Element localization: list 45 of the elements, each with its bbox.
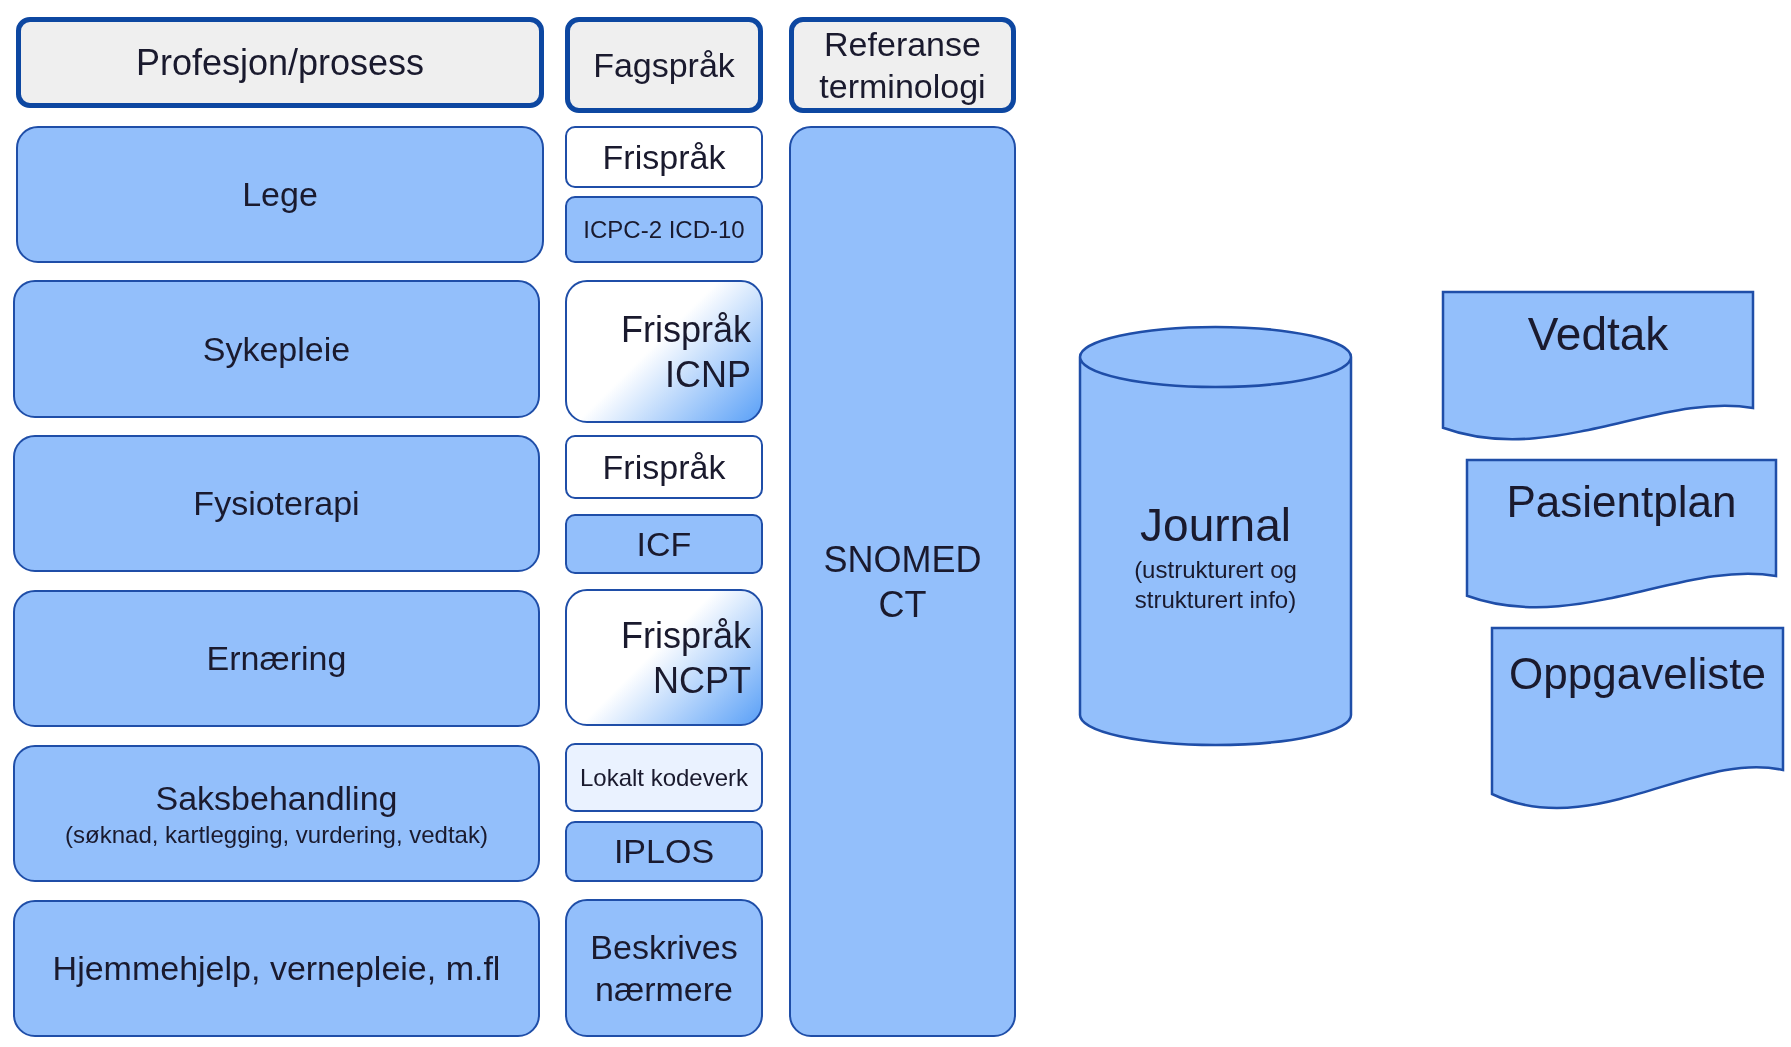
text-box bbox=[565, 126, 763, 188]
process-box bbox=[789, 126, 1016, 1037]
code-box bbox=[565, 196, 763, 263]
process-box bbox=[16, 126, 544, 263]
process-box bbox=[565, 899, 763, 1037]
text-box bbox=[565, 435, 763, 499]
code-box bbox=[565, 743, 763, 812]
node-label: Lege bbox=[242, 174, 318, 216]
header-box bbox=[789, 17, 1016, 113]
node-label: Journal bbox=[1140, 498, 1291, 554]
node-label: ICF bbox=[636, 523, 692, 565]
header-box bbox=[16, 17, 544, 108]
node-label: Sykepleie bbox=[202, 328, 351, 370]
node-label: Referanse terminologi bbox=[818, 23, 987, 107]
node-label: Fagspråk bbox=[593, 44, 735, 86]
node-label: Beskrives nærmere bbox=[589, 926, 739, 1010]
process-box bbox=[13, 435, 540, 572]
node-label: Saksbehandling bbox=[155, 778, 398, 820]
node-label: Vedtak bbox=[1527, 307, 1669, 363]
node-label: Pasientplan bbox=[1506, 476, 1737, 529]
database-cylinder bbox=[1078, 327, 1353, 745]
process-box bbox=[13, 900, 540, 1037]
header-box bbox=[565, 17, 763, 113]
node-label: Frispråk NCPT bbox=[620, 613, 751, 703]
process-box bbox=[13, 280, 540, 418]
node-label: ICPC-2 ICD-10 bbox=[583, 214, 745, 245]
node-label: Frispråk bbox=[602, 446, 726, 488]
node-label: Fysioterapi bbox=[193, 483, 360, 525]
text-box bbox=[565, 589, 763, 726]
node-label: Lokalt kodeverk bbox=[579, 762, 749, 793]
code-box bbox=[565, 821, 763, 882]
node-label: Oppgaveliste bbox=[1509, 648, 1766, 700]
node-label: Frispråk bbox=[602, 136, 726, 178]
node-label: Profesjon/prosess bbox=[135, 41, 425, 85]
node-subtext: (søknad, kartlegging, vurdering, vedtak) bbox=[65, 819, 488, 850]
node-label: IPLOS bbox=[613, 831, 715, 873]
node-label: Frispråk ICNP bbox=[620, 307, 751, 397]
process-box bbox=[13, 590, 540, 727]
text-box bbox=[565, 280, 763, 423]
code-box bbox=[565, 514, 763, 574]
process-box bbox=[13, 745, 540, 882]
node-label: Ernæring bbox=[206, 638, 347, 680]
node-label: SNOMED CT bbox=[822, 537, 983, 627]
node-subtext: (ustrukturert og strukturert info) bbox=[1133, 554, 1298, 615]
node-label: Hjemmehjelp, vernepleie, m.fl bbox=[52, 948, 501, 990]
